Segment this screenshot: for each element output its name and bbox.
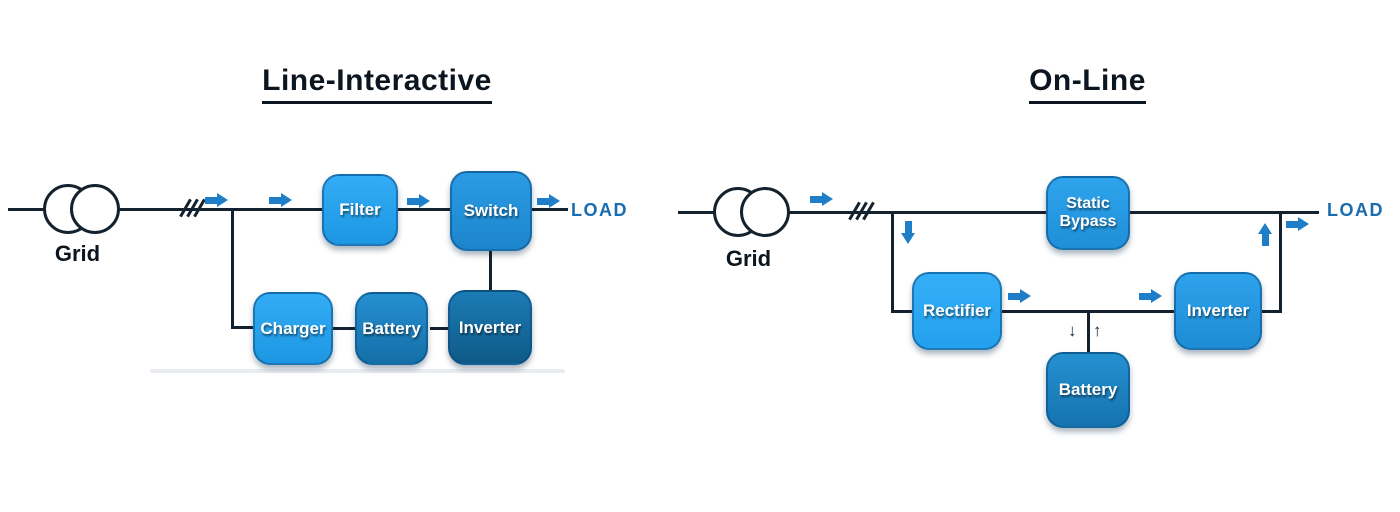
battery-charge-arrow-icon: ↑ [1093, 321, 1102, 340]
wire-elbow-to-rectifier [891, 310, 914, 313]
node-static-bypass-label-line2: Bypass [1059, 213, 1117, 230]
flow-arrow-up-icon [1258, 223, 1272, 246]
flow-arrow-right-icon [1286, 217, 1309, 231]
line-interactive-title-text: Line-Interactive [262, 64, 492, 104]
node-inverter-label: Inverter [458, 317, 522, 337]
node-switch-label: Switch [463, 201, 519, 220]
line-interactive-title: Line-Interactive [227, 64, 527, 104]
flow-arrow-right-icon [407, 194, 430, 208]
flow-arrow-right-icon [1008, 289, 1031, 303]
wire-charger-battery [333, 327, 355, 330]
transformer-coil-right [740, 187, 790, 237]
transformer-coil-right [70, 184, 120, 234]
on-line-title: On-Line [1000, 64, 1175, 104]
node-battery: Battery [355, 292, 428, 365]
row-shadow [150, 369, 565, 373]
node-rectifier: Rectifier [912, 272, 1002, 350]
node-switch: Switch [450, 171, 532, 251]
node-static-bypass: Static Bypass [1046, 176, 1130, 250]
load-label: LOAD [1327, 200, 1384, 220]
wire-grid-to-load [8, 208, 568, 211]
node-filter: Filter [322, 174, 398, 246]
node-filter-label: Filter [339, 200, 381, 219]
flow-arrow-right-icon [1139, 289, 1162, 303]
wire-junction-down [231, 209, 234, 328]
grid-label: Grid [54, 241, 101, 266]
wire-battery-inverter [430, 327, 448, 330]
flow-arrow-right-icon [537, 194, 560, 208]
wire-switch-inverter [489, 251, 492, 292]
wire-rectifier-inverter [1002, 310, 1174, 313]
wire-elbow-to-inverter [1260, 310, 1282, 313]
wire-left-vertical [891, 211, 894, 313]
flow-arrow-down-icon [901, 221, 915, 244]
battery-discharge-arrow-icon: ↓ [1068, 321, 1077, 340]
on-line-title-text: On-Line [1029, 64, 1146, 104]
node-inverter: Inverter [1174, 272, 1262, 350]
flow-arrow-right-icon [269, 193, 292, 207]
wire-elbow-to-charger [231, 326, 255, 329]
wire-right-vertical [1279, 211, 1282, 313]
node-battery: Battery [1046, 352, 1130, 428]
flow-arrow-right-icon [810, 192, 833, 206]
load-label: LOAD [571, 200, 628, 220]
wire-battery-stem [1087, 312, 1090, 353]
node-static-bypass-label-line1: Static [1066, 195, 1110, 213]
node-battery-label: Battery [1058, 380, 1118, 399]
grid-label: Grid [725, 246, 772, 271]
node-rectifier-label: Rectifier [922, 301, 992, 320]
flow-arrow-right-icon [205, 193, 228, 207]
node-inverter-label: Inverter [1186, 301, 1250, 320]
node-inverter: Inverter [448, 290, 532, 365]
node-battery-label: Battery [362, 318, 421, 338]
node-charger-label: Charger [260, 318, 326, 338]
node-charger: Charger [253, 292, 333, 365]
